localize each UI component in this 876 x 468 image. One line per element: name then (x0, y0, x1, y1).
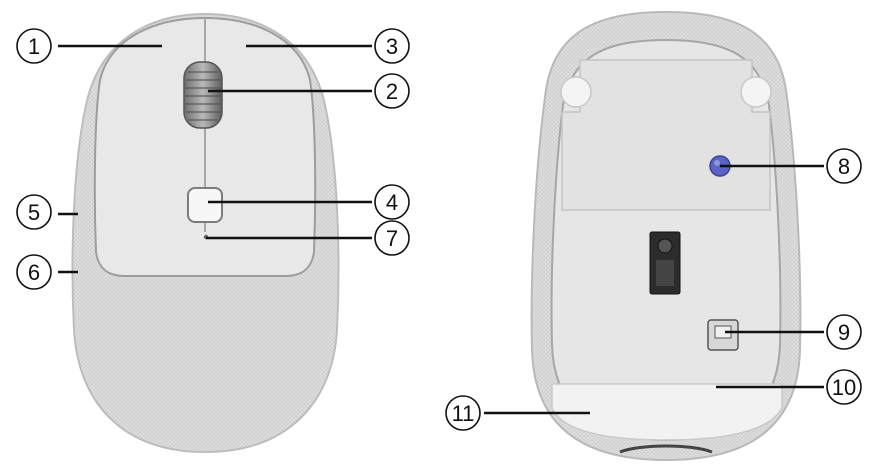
callout-4: 4 (374, 184, 410, 220)
foot-left (560, 76, 592, 108)
callout-number: 5 (28, 200, 40, 225)
callout-2: 2 (374, 73, 410, 109)
callout-number: 11 (452, 401, 475, 426)
callout-8: 8 (826, 148, 862, 184)
callout-number: 3 (386, 34, 398, 59)
callout-number: 4 (386, 190, 398, 215)
callout-number: 1 (28, 34, 40, 59)
receiver-slot (619, 444, 713, 454)
bottom-pad (551, 383, 783, 441)
callout-10: 10 (826, 369, 862, 405)
battery-cover (561, 59, 771, 211)
callout-number: 9 (838, 320, 850, 345)
mouse-bottom-view (530, 10, 802, 462)
callout-number: 2 (386, 79, 398, 104)
callout-layer: 1 2 3 4 5 6 7 8 9 10 11 (16, 28, 862, 431)
callout-number: 10 (832, 375, 856, 400)
callout-11: 11 (445, 395, 481, 431)
callout-1: 1 (16, 28, 52, 64)
mouse-top-view (71, 12, 340, 454)
dpi-button (187, 187, 223, 223)
callout-5: 5 (16, 194, 52, 230)
callout-number: 8 (838, 154, 850, 179)
callout-number: 7 (386, 226, 398, 251)
callout-9: 9 (826, 314, 862, 350)
callout-number: 6 (28, 260, 40, 285)
foot-right (740, 76, 772, 108)
callout-6: 6 (16, 254, 52, 290)
callout-3: 3 (374, 28, 410, 64)
callout-7: 7 (374, 220, 410, 256)
